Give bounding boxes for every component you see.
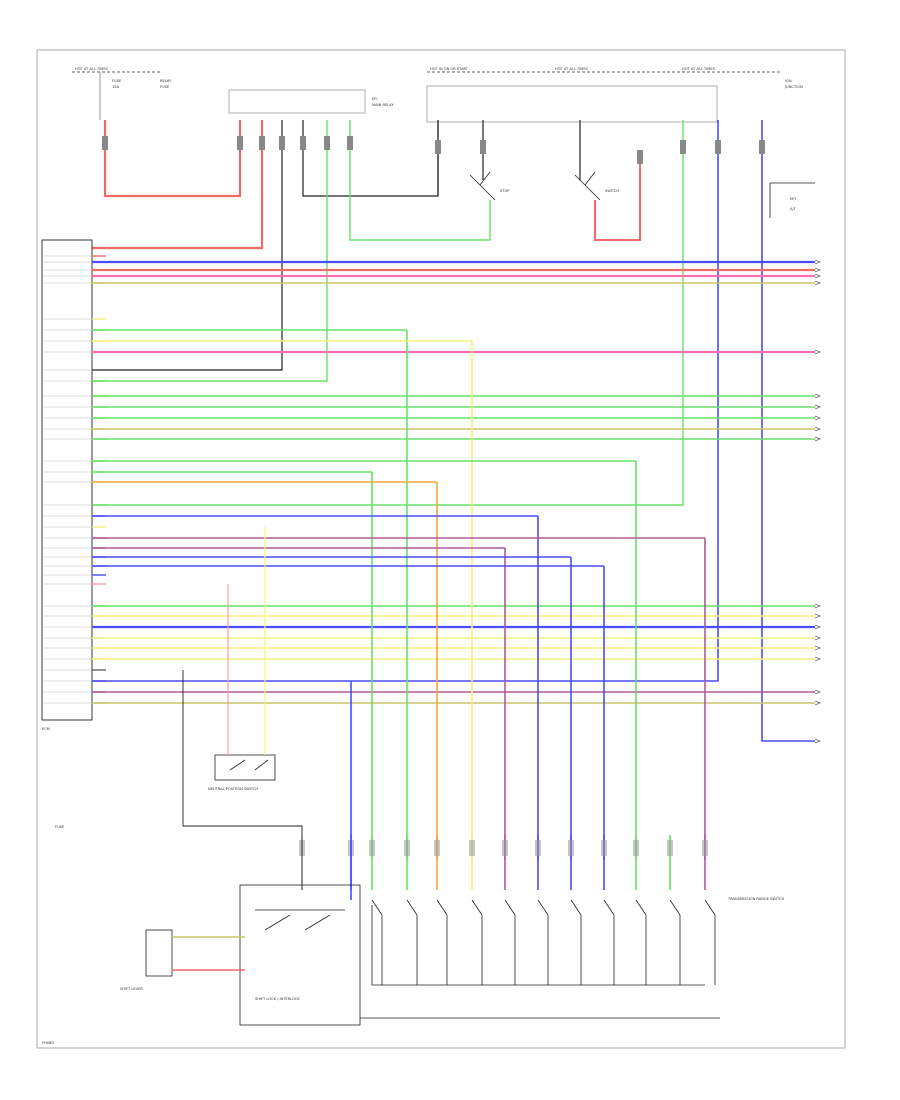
switch-contact-11 [669, 899, 681, 916]
continuation-arrow-10 [814, 603, 821, 609]
range-switch-box: SHIFT LOCK / INTERLOCK [239, 884, 361, 1026]
svg-text:SHIFT LOCK / INTERLOCK: SHIFT LOCK / INTERLOCK [255, 997, 300, 1001]
svg-text:MAIN RELAY: MAIN RELAY [372, 103, 394, 107]
switch-connector-2 [369, 840, 375, 856]
svg-text:M/T: M/T [790, 197, 797, 201]
continuation-arrow-5 [814, 393, 821, 399]
continuation-arrow-0 [814, 259, 821, 265]
brake-switch-symbol: STOP SWITCH [469, 171, 619, 201]
neutral-position-switch: NEUTRAL POSITION SWITCH [208, 754, 276, 791]
switch-contact-9 [603, 899, 615, 916]
diagram-frame [36, 49, 846, 1049]
switch-column-wires [299, 835, 716, 985]
svg-text:SWITCH: SWITCH [605, 189, 619, 193]
switch-connector-4 [434, 840, 440, 856]
svg-text:RELAY: RELAY [160, 79, 172, 83]
switch-contact-7 [537, 899, 549, 916]
svg-text:A/T: A/T [790, 207, 797, 211]
ecm-label: ECM [42, 727, 50, 731]
svg-text:NEUTRAL POSITION SWITCH: NEUTRAL POSITION SWITCH [208, 787, 258, 791]
continuation-arrow-3 [814, 280, 821, 286]
long-harness-wires [92, 260, 815, 704]
switch-contact-3 [406, 899, 418, 916]
switch-connector-10 [633, 840, 639, 856]
switch-connector-12 [702, 840, 708, 856]
shift-lever-box: SHIFT LEVER [120, 929, 173, 991]
continuation-arrow-14 [814, 645, 821, 651]
continuation-arrow-4 [814, 349, 821, 355]
switch-connector-7 [535, 840, 541, 856]
continuation-arrows [814, 259, 821, 744]
relay-block: EFI MAIN RELAY [228, 89, 394, 114]
svg-text:FUSE: FUSE [160, 85, 170, 89]
svg-text:JUNCTION: JUNCTION [784, 85, 803, 89]
continuation-arrow-7 [814, 415, 821, 421]
ecm-pin-stubs [42, 255, 106, 704]
connector-stubs-top [102, 136, 765, 164]
switch-contact-5 [471, 899, 483, 916]
range-switch-label: TRANSMISSION RANGE SWITCH [727, 897, 785, 901]
continuation-arrow-17 [814, 700, 821, 706]
fuse-box-right: HOT IN ON OR START HOT AT ALL TIMES HOT … [426, 67, 803, 123]
continuation-arrow-11 [814, 613, 821, 619]
svg-text:HOT AT ALL TIMES: HOT AT ALL TIMES [555, 67, 589, 71]
lower-black-wire [182, 670, 303, 870]
svg-text:15A: 15A [112, 85, 120, 89]
page-code: FH08D [42, 1041, 54, 1045]
switch-contact-6 [504, 899, 516, 916]
continuation-arrow-18 [814, 738, 821, 744]
fuse-note: FUSE [55, 825, 65, 829]
switch-connector-5 [469, 840, 475, 856]
svg-text:STOP: STOP [500, 189, 510, 193]
continuation-arrow-6 [814, 404, 821, 410]
continuation-arrow-9 [814, 436, 821, 442]
switch-contact-8 [570, 899, 582, 916]
drop-wires [92, 329, 706, 860]
switch-contact-10 [635, 899, 647, 916]
switch-connector-11 [667, 840, 673, 856]
svg-text:FUSE: FUSE [112, 79, 122, 83]
svg-text:EFI: EFI [372, 97, 377, 101]
fuse-box-left: HOT AT ALL TIMES FUSE 15A RELAY FUSE [72, 67, 172, 120]
switch-connector-9 [601, 840, 607, 856]
ecm-box [41, 239, 93, 721]
continuation-arrow-1 [814, 267, 821, 273]
continuation-arrow-12 [814, 624, 821, 630]
continuation-arrow-8 [814, 426, 821, 432]
legend-box: M/T A/T [769, 182, 815, 218]
switch-connector-3 [404, 840, 410, 856]
switch-contact-12 [704, 899, 716, 916]
svg-text:HOT IN ON OR START: HOT IN ON OR START [430, 67, 469, 71]
svg-text:HOT AT ALL TIMES: HOT AT ALL TIMES [682, 67, 716, 71]
continuation-arrow-13 [814, 635, 821, 641]
switch-contact-4 [436, 899, 448, 916]
switch-contact-2 [371, 899, 383, 916]
switch-connector-8 [568, 840, 574, 856]
continuation-arrow-2 [814, 273, 821, 279]
svg-text:IGN: IGN [785, 79, 792, 83]
continuation-arrow-16 [814, 689, 821, 695]
range-switch-contacts [360, 905, 720, 1019]
svg-text:HOT AT ALL TIMES: HOT AT ALL TIMES [75, 67, 109, 71]
continuation-arrow-15 [814, 656, 821, 662]
switch-connector-6 [502, 840, 508, 856]
top-harness [92, 120, 815, 742]
svg-text:SHIFT LEVER: SHIFT LEVER [120, 987, 143, 991]
